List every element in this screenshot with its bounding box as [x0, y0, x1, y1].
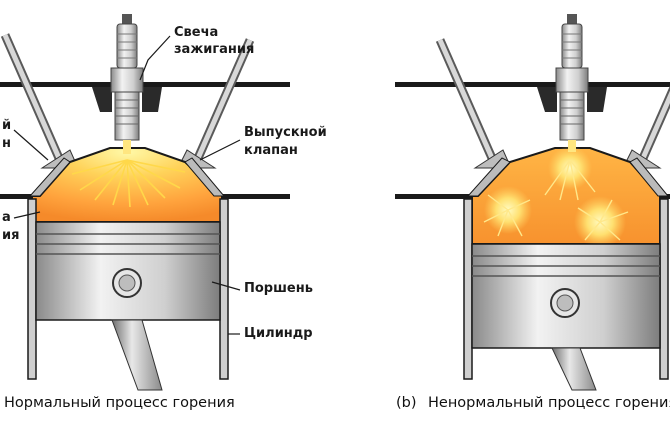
intake-valve-right: [435, 38, 512, 169]
spark-plug-right: [555, 14, 589, 152]
leader-spark-plug: [139, 35, 171, 81]
cylinder-wall-left-l: [27, 198, 37, 380]
caption-left: Нормальный процесс горения: [4, 395, 235, 411]
left-engine: [0, 14, 290, 391]
leader-intake: [13, 129, 49, 161]
label-cylinder: Цилиндр: [244, 326, 313, 341]
exhaust-valve-right: [622, 85, 670, 169]
leader-lines: [13, 35, 241, 335]
cylinder-wall-left-r: [219, 198, 229, 380]
label-intake-1: й: [2, 118, 12, 133]
connecting-rod-left: [111, 319, 163, 391]
exhaust-valve-left: [177, 38, 255, 169]
label-spark-plug-2: зажигания: [174, 42, 255, 57]
flame-front-rays-left: [71, 159, 186, 208]
caption-right-prefix: (b): [396, 395, 417, 411]
piston-right: [471, 243, 661, 349]
right-engine: [395, 14, 670, 391]
abnormal-flame-rays: [483, 159, 629, 241]
caption-right: Ненормальный процесс горения: [428, 395, 670, 411]
label-chamber-1: а: [2, 210, 11, 225]
flame-spot-center: [548, 146, 592, 190]
connecting-rod-right: [551, 347, 597, 391]
leader-chamber: [13, 211, 41, 219]
label-exhaust-1: Выпускной: [244, 125, 327, 140]
label-exhaust-2: клапан: [244, 143, 298, 158]
leader-piston: [211, 281, 241, 291]
label-spark-plug-1: Свеча: [174, 25, 219, 40]
label-piston: Поршень: [244, 281, 313, 296]
label-intake-2: н: [2, 136, 11, 151]
head-top-line-left: [0, 82, 290, 87]
leader-exhaust: [199, 139, 241, 161]
intake-valve-left: [0, 33, 79, 169]
label-chamber-2: ия: [2, 228, 20, 243]
piston-left: [35, 221, 221, 321]
spark-plug-left: [110, 14, 144, 154]
